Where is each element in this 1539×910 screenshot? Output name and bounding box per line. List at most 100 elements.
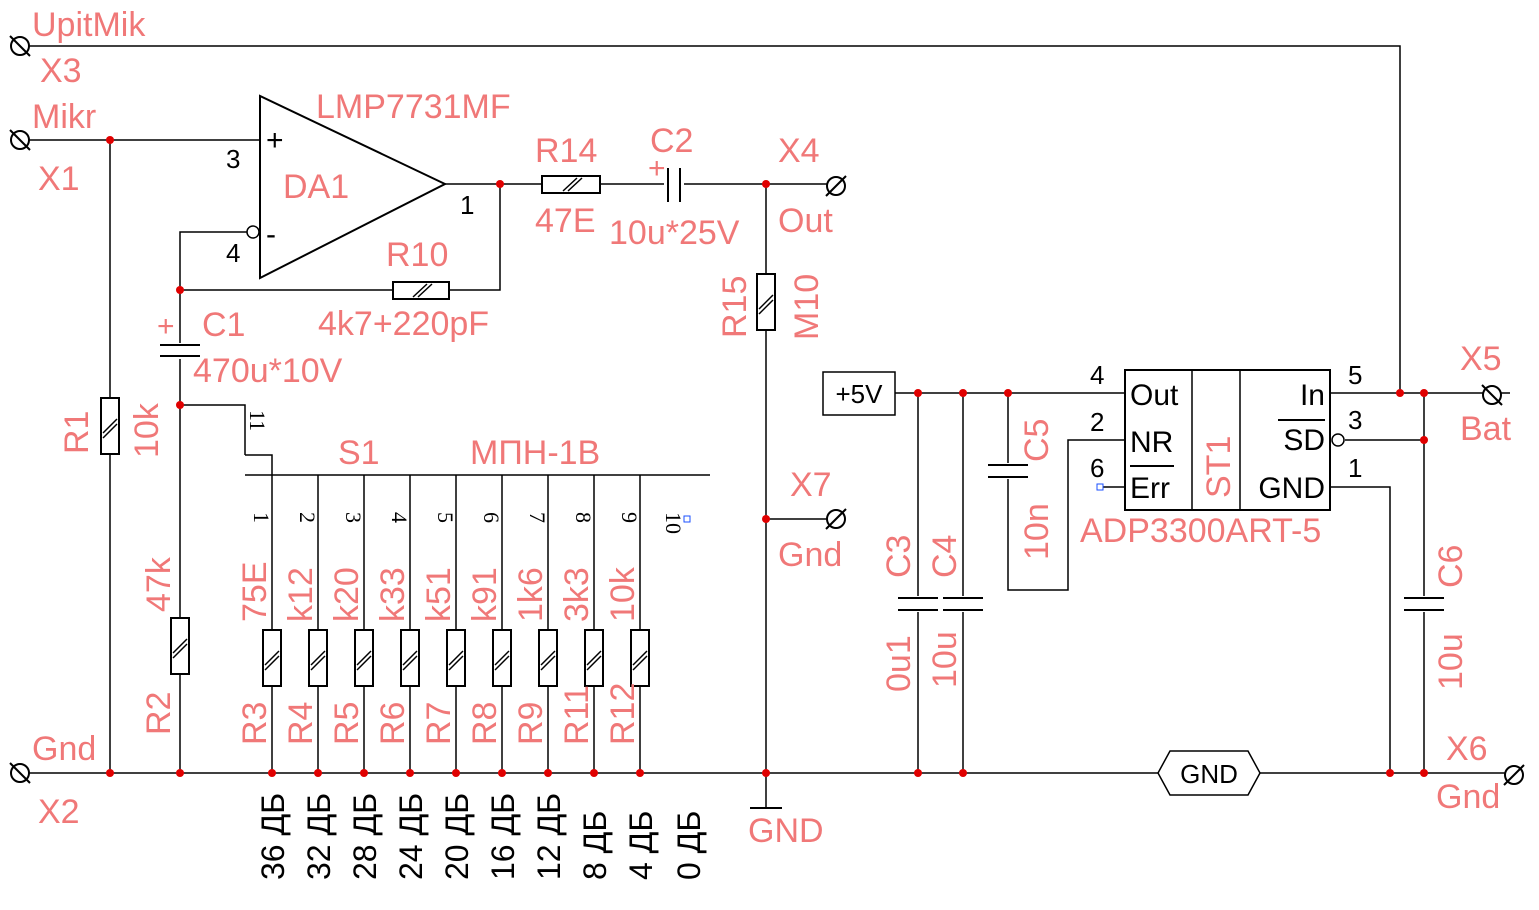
junction-dot: [176, 769, 184, 777]
junction-dot: [268, 769, 276, 777]
c4-value: 10u: [926, 631, 964, 688]
st1-pin-out-num: 4: [1090, 360, 1104, 390]
terminal-x4[interactable]: X4 Out: [778, 132, 847, 240]
terminal-x7[interactable]: X7 Gnd: [778, 466, 847, 574]
junction-dot: [176, 401, 184, 409]
st1-pin-out-name: Out: [1130, 379, 1179, 412]
terminal-x7-ref: X7: [790, 466, 832, 504]
junction-dot: [762, 769, 770, 777]
resistor-r1[interactable]: R1 10k: [58, 397, 166, 458]
junction-dot: [1420, 389, 1428, 397]
terminal-x1[interactable]: Mikr X1: [9, 98, 96, 198]
gain-label: 8 ДБ: [577, 811, 613, 880]
ladder-resistor-value: k12: [282, 567, 320, 622]
c1-polarity: +: [157, 310, 175, 343]
terminal-x5[interactable]: X5 Bat: [1460, 340, 1512, 448]
c3-value: 0u1: [880, 635, 918, 692]
switch-pin-number: 2: [295, 512, 320, 523]
r2-ref: R2: [140, 692, 178, 735]
r10-ref: R10: [386, 236, 448, 274]
capacitor-c1[interactable]: + C1 470u*10V: [157, 306, 343, 390]
opamp-pin-minus: 4: [226, 238, 240, 268]
gain-label-0db: 0 ДБ: [671, 811, 707, 880]
gain-label: 28 ДБ: [347, 793, 383, 880]
gnd-symbol-label: GND: [748, 812, 824, 850]
terminal-x6[interactable]: X6 Gnd: [1436, 730, 1525, 816]
supply-port-label: +5V: [836, 379, 884, 409]
c2-polarity: +: [648, 152, 666, 185]
capacitor-c4[interactable]: C4 10u: [926, 535, 983, 688]
gain-label: 16 ДБ: [485, 793, 521, 880]
junction-dot: [1420, 769, 1428, 777]
s1-part: МПН-1В: [470, 434, 600, 472]
r15-value: M10: [788, 274, 826, 340]
terminal-x6-ref: X6: [1446, 730, 1488, 768]
st1-pin-err-name: Err: [1130, 472, 1170, 505]
capacitor-c3[interactable]: C3 0u1: [880, 535, 938, 692]
junction-dot: [544, 769, 552, 777]
junction-dot: [959, 769, 967, 777]
ladder-resistor-value: 75E: [236, 562, 274, 623]
ladder-resistor-value: 1k6: [512, 567, 550, 622]
ladder-resistor-ref: R7: [420, 702, 458, 745]
junction-dot: [914, 769, 922, 777]
junction-dot: [360, 769, 368, 777]
r14-value: 47E: [535, 202, 596, 240]
terminal-x1-ref: X1: [38, 160, 80, 198]
resistor-r2[interactable]: 47k R2: [140, 556, 190, 735]
switch-s1[interactable]: 11 S1 МПН-1В 10 0 ДБ: [245, 410, 707, 880]
switch-pin-number: 3: [341, 512, 366, 523]
st1-pin-nr-name: NR: [1130, 426, 1173, 459]
junction-dot: [959, 389, 967, 397]
resistor-r15[interactable]: R15 M10: [716, 273, 826, 340]
c5-value: 10n: [1018, 503, 1056, 560]
capacitor-c6[interactable]: C6 10u: [1404, 545, 1470, 690]
terminal-x3[interactable]: UpitMik X3: [9, 6, 146, 90]
c2-ref: C2: [650, 122, 693, 160]
c6-value: 10u: [1432, 633, 1470, 690]
r2-value: 47k: [140, 556, 178, 612]
ladder-resistor-ref: R12: [604, 683, 642, 745]
s1-ref: S1: [338, 434, 380, 472]
junction-dot: [106, 136, 114, 144]
terminal-x1-net: Mikr: [32, 98, 96, 136]
gain-label: 24 ДБ: [393, 793, 429, 880]
junction-dot: [636, 769, 644, 777]
opamp-minus-sign: -: [266, 218, 276, 251]
regulator-st1[interactable]: ST1 Out NR Err In SD GND 4 2 6 5 3 1 ADP…: [1080, 360, 1362, 550]
r10-value: 4k7+220pF: [318, 305, 489, 343]
opamp-da1[interactable]: + - 3 4 1 DA1 LMP7731MF: [226, 88, 511, 280]
gnd-port[interactable]: GND: [1157, 750, 1261, 796]
gain-label: 32 ДБ: [301, 793, 337, 880]
terminal-x6-net: Gnd: [1436, 778, 1500, 816]
junction-dot: [1396, 389, 1404, 397]
terminal-x5-ref: X5: [1460, 340, 1502, 378]
capacitor-c5[interactable]: C5 10n: [988, 419, 1056, 560]
c4-ref: C4: [926, 535, 964, 578]
ladder-resistor-value: k91: [466, 567, 504, 622]
st1-pin-sd-name: SD: [1283, 424, 1325, 457]
switch-pin-number: 6: [479, 512, 504, 523]
switch-pin-number: 5: [433, 512, 458, 523]
terminal-x2[interactable]: Gnd X2: [9, 730, 96, 831]
resistor-r10[interactable]: R10 4k7+220pF: [318, 236, 489, 343]
capacitor-c2[interactable]: + C2 10u*25V: [609, 122, 740, 252]
supply-port-5v[interactable]: +5V: [822, 371, 896, 416]
switch-pin-number: 8: [571, 512, 596, 523]
terminal-x7-net: Gnd: [778, 536, 842, 574]
junction-dot: [314, 769, 322, 777]
junction-dot: [914, 389, 922, 397]
opamp-plus-sign: +: [266, 124, 284, 157]
resistor-r14[interactable]: R14 47E: [535, 132, 601, 240]
terminal-x5-net: Bat: [1460, 410, 1512, 448]
